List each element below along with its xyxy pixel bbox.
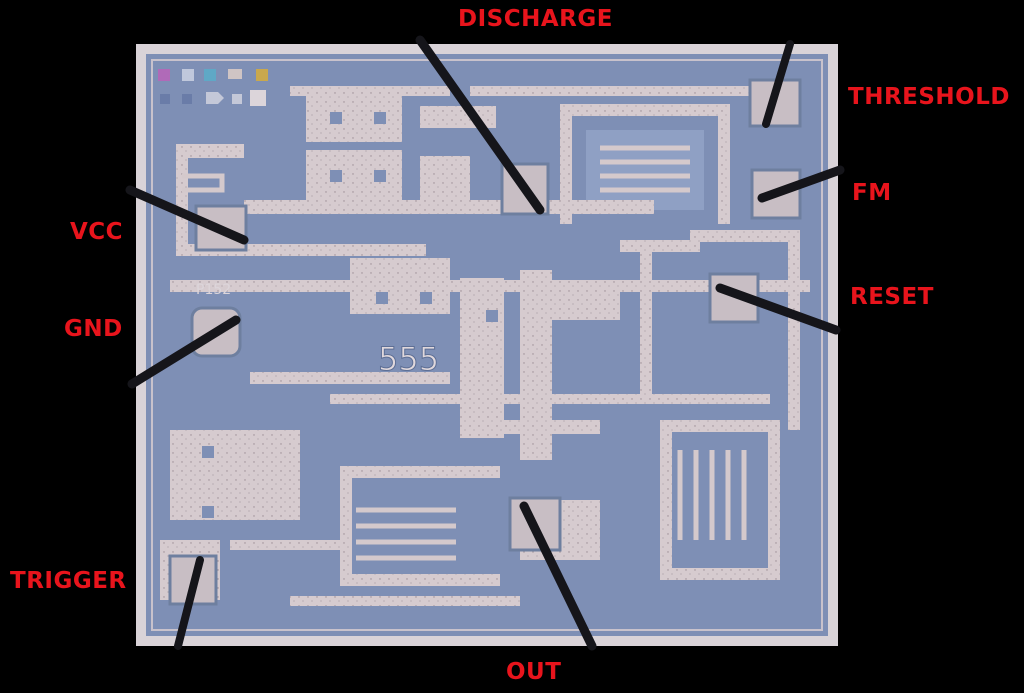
chip-marking: 555 bbox=[378, 340, 439, 378]
pin-label-threshold: THRESHOLD bbox=[848, 84, 1010, 110]
pin-label-reset: RESET bbox=[850, 284, 934, 310]
contact-vias bbox=[202, 112, 498, 518]
resistor-array bbox=[182, 145, 747, 561]
pin-label-trigger: TRIGGER bbox=[10, 568, 127, 594]
probe-needles bbox=[125, 35, 845, 651]
pin-label-discharge: DISCHARGE bbox=[458, 6, 613, 32]
pin-label-gnd: GND bbox=[64, 316, 123, 342]
pin-label-vcc: VCC bbox=[70, 219, 124, 245]
part-code: P152 bbox=[196, 282, 231, 298]
test-structures bbox=[158, 69, 268, 106]
pin-label-fm: FM bbox=[852, 180, 892, 206]
pin-label-out: OUT bbox=[506, 659, 562, 685]
